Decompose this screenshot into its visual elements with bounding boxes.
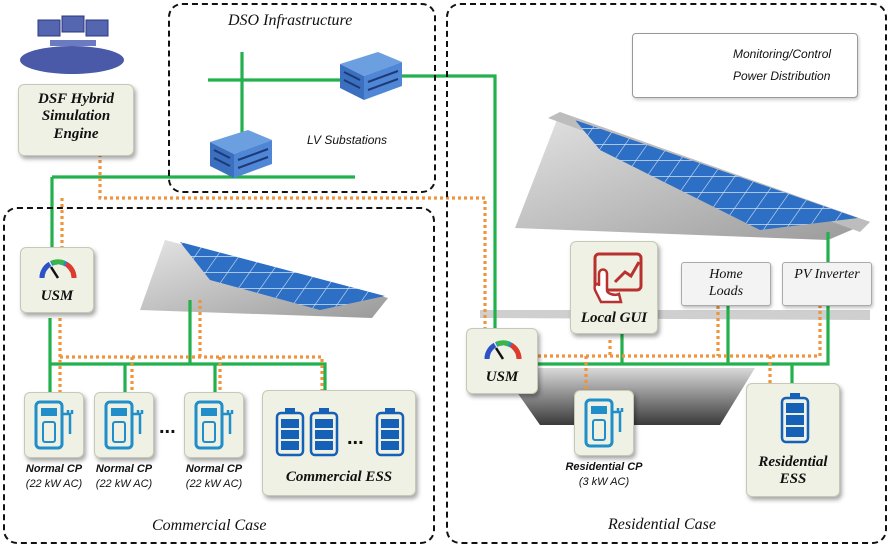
workstation-icon <box>37 15 109 46</box>
lv-substations-label: LV Substations <box>307 133 388 147</box>
substation-building-icon <box>210 130 272 178</box>
gauge-icon <box>484 340 522 360</box>
dso-region <box>168 3 436 193</box>
residential-charger-label: Residential CP <box>565 461 643 473</box>
commercial-usm-label: USM <box>40 288 74 304</box>
residential-usm-card: USM <box>466 328 538 394</box>
residential-usm-label: USM <box>485 369 519 385</box>
legend-power-label: Power Distribution <box>733 69 831 83</box>
commercial-usm-card: USM <box>20 247 94 313</box>
local-gui-card: Local GUI <box>570 241 658 334</box>
commercial-charger-ellipsis: ... <box>159 416 176 438</box>
monitoring-lines <box>58 148 822 392</box>
battery-icon <box>780 393 810 444</box>
commercial-charger-3-sub: (22 kW AC) <box>185 478 243 490</box>
substation-building-icon <box>340 52 402 100</box>
commercial-ess-card: ... Commercial ESS <box>262 390 416 496</box>
battery-icon <box>275 408 405 457</box>
commercial-charger-1-label: Normal CP <box>25 463 83 475</box>
commercial-charger-3 <box>184 392 244 458</box>
home-loads-box: Home Loads <box>681 262 771 306</box>
local-gui-label: Local GUI <box>580 310 648 326</box>
residential-region <box>446 3 887 544</box>
ev-charger-icon <box>194 400 234 450</box>
residential-title: Residential Case <box>608 516 716 533</box>
dsf-platform <box>20 46 124 74</box>
residential-roof-solar <box>515 112 870 240</box>
commercial-region <box>3 207 435 544</box>
residential-charger <box>574 390 634 456</box>
residential-charger-sub: (3 kW AC) <box>578 476 630 488</box>
legend: Monitoring/Control Power Distribution <box>632 33 858 98</box>
commercial-charger-2 <box>94 392 154 458</box>
commercial-ess-label: Commercial ESS <box>285 469 393 485</box>
dso-title: DSO Infrastructure <box>228 12 353 29</box>
dsf-engine-card: DSF Hybrid Simulation Engine <box>18 84 134 156</box>
commercial-roof-solar <box>140 240 388 318</box>
residential-ess-card: Residential ESS <box>746 383 840 497</box>
commercial-ess-ellipsis: ... <box>347 427 364 449</box>
commercial-title: Commercial Case <box>152 517 267 534</box>
commercial-charger-3-label: Normal CP <box>185 463 243 475</box>
gauge-icon <box>39 259 77 279</box>
ev-charger-icon <box>104 400 144 450</box>
commercial-charger-2-label: Normal CP <box>95 463 153 475</box>
dsf-engine-label: DSF Hybrid Simulation Engine <box>38 91 114 142</box>
commercial-charger-1 <box>24 392 84 458</box>
commercial-charger-1-sub: (22 kW AC) <box>25 478 83 490</box>
ev-charger-icon <box>34 400 74 450</box>
residential-ess-label: Residential ESS <box>758 454 828 488</box>
legend-monitoring-label: Monitoring/Control <box>733 47 832 61</box>
commercial-charger-2-sub: (22 kW AC) <box>95 478 153 490</box>
pv-inverter-box: PV Inverter <box>782 262 872 306</box>
touchscreen-icon <box>593 252 643 304</box>
ev-charger-icon <box>584 398 624 448</box>
